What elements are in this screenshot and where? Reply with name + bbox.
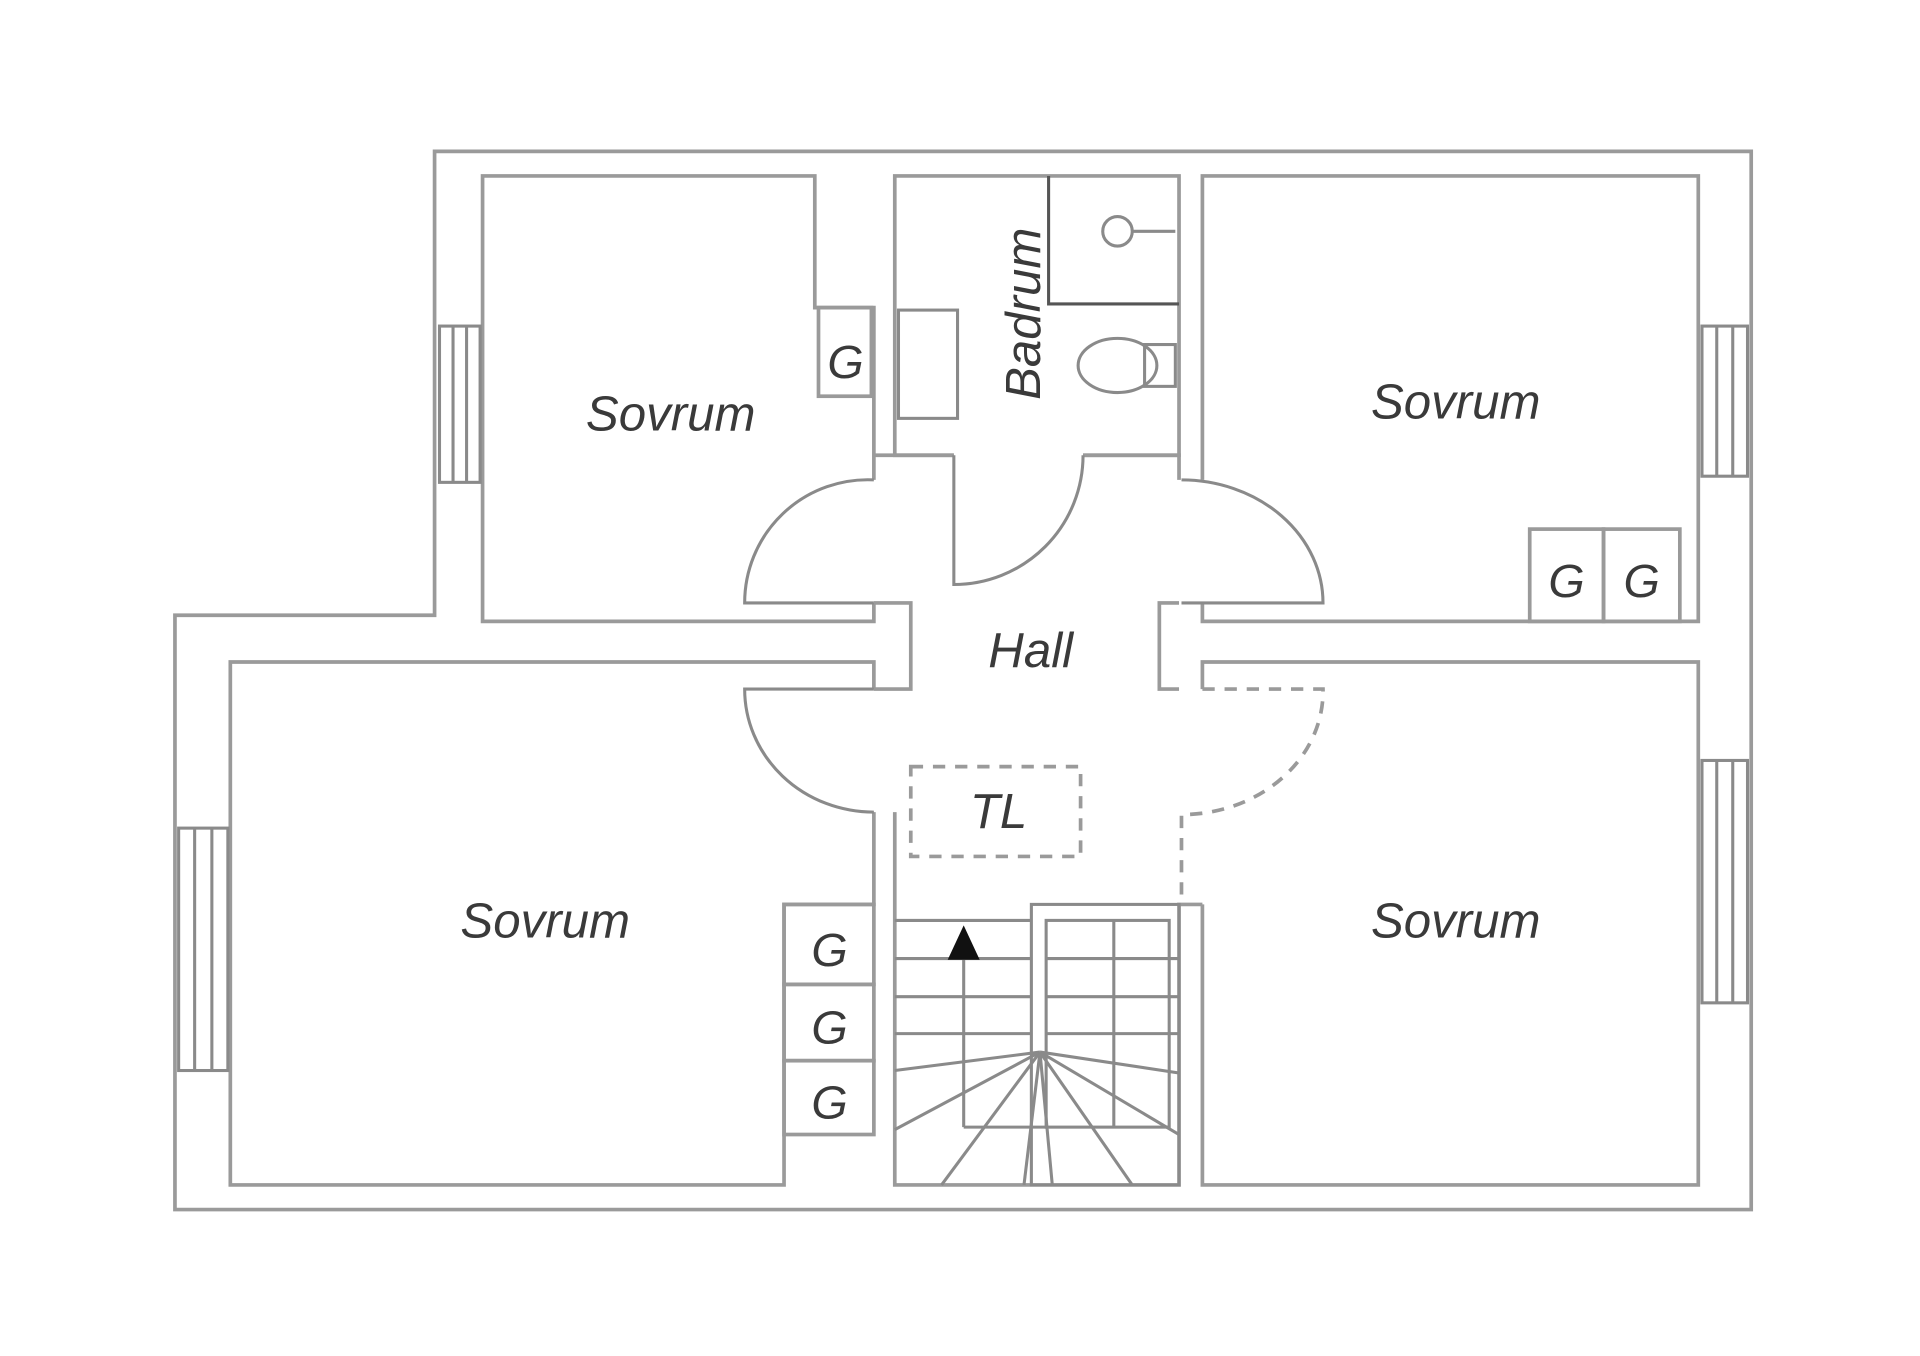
label-wardrobe: G — [1624, 555, 1660, 607]
label-bedroom-top-right: Sovrum — [1371, 374, 1541, 429]
wardrobe — [782, 1058, 876, 1137]
room-bedroom-top-right — [1200, 174, 1701, 624]
outer-wall — [173, 149, 1754, 1212]
door-bedroom-bottom-right — [1179, 687, 1325, 899]
room-bedroom-bottom-right — [1200, 660, 1701, 1187]
door-bedroom-top-left — [743, 478, 874, 605]
label-bedroom-bottom-left: Sovrum — [460, 894, 630, 949]
label-wardrobe: G — [811, 924, 847, 976]
door-bedroom-bottom-left — [743, 687, 874, 814]
label-bedroom-top-left: Sovrum — [586, 387, 756, 442]
label-attic-hatch: TL — [970, 784, 1027, 839]
hall-wall — [873, 453, 1203, 1187]
wardrobe — [1601, 527, 1682, 624]
sink-icon — [896, 308, 960, 420]
label-hall: Hall — [988, 623, 1075, 678]
shower-head-icon — [1101, 215, 1134, 248]
window — [1700, 758, 1750, 1005]
door-bedroom-top-right — [1181, 478, 1325, 605]
window — [177, 826, 230, 1073]
door-bathroom — [952, 455, 1085, 587]
window — [1700, 324, 1750, 478]
label-bathroom: Badrum — [996, 228, 1051, 400]
label-wardrobe: G — [827, 336, 863, 388]
attic-hatch — [908, 764, 1083, 859]
label-wardrobe: G — [1548, 555, 1584, 607]
shower — [1047, 175, 1180, 306]
label-wardrobe: G — [811, 1077, 847, 1129]
window — [437, 324, 482, 484]
staircase — [894, 902, 1181, 1187]
label-wardrobe: G — [811, 1001, 847, 1053]
label-bedroom-bottom-right: Sovrum — [1371, 894, 1541, 949]
wardrobe — [816, 305, 874, 399]
stair-up-arrow-icon — [947, 925, 980, 960]
toilet-tank — [1143, 342, 1177, 388]
toilet-icon — [1076, 336, 1159, 395]
